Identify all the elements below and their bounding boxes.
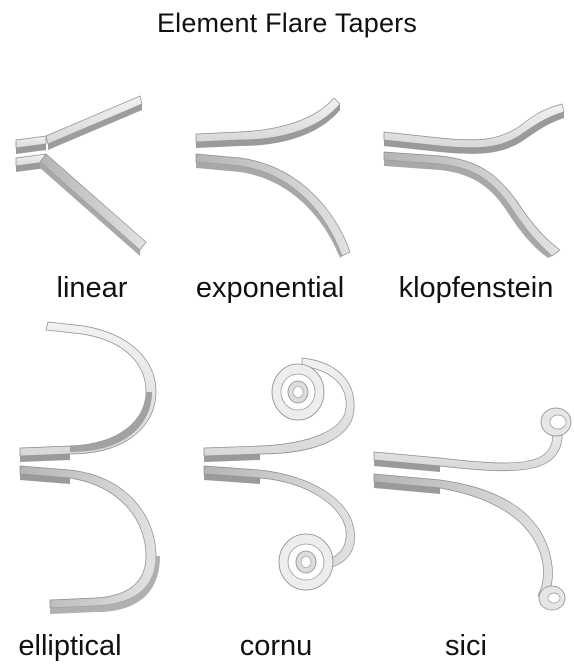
exponential-taper-shape: [196, 98, 350, 258]
klopfenstein-taper-shape: [384, 104, 564, 258]
cornu-taper-shape: [204, 358, 355, 590]
sici-taper-shape: [374, 408, 571, 610]
label-elliptical: elliptical: [0, 630, 170, 663]
label-exponential: exponential: [170, 272, 370, 305]
label-linear: linear: [0, 272, 192, 305]
label-sici: sici: [366, 630, 566, 663]
linear-taper-shape: [16, 96, 146, 256]
label-klopfenstein: klopfenstein: [376, 272, 574, 305]
elliptical-taper-shape: [20, 322, 160, 614]
label-cornu: cornu: [176, 630, 376, 663]
